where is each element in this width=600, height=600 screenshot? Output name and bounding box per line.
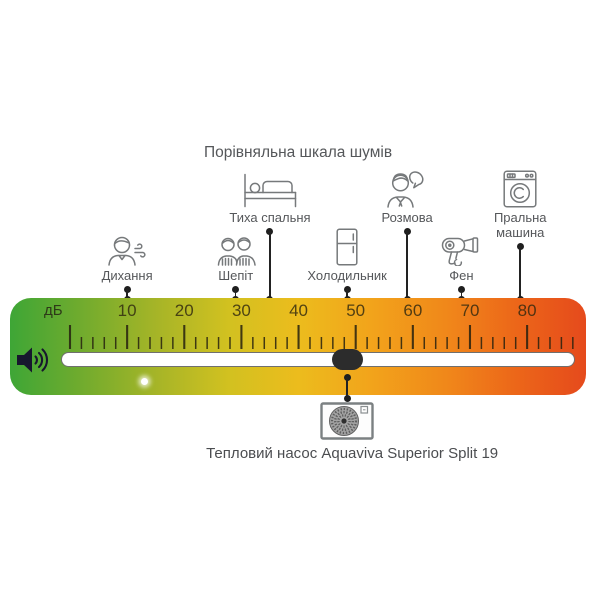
tick-label: 10 — [117, 301, 137, 320]
tick-label: 30 — [231, 301, 251, 320]
marker-connector — [516, 243, 524, 303]
tick-label: 40 — [289, 301, 309, 320]
marker-label: Фен — [449, 268, 474, 283]
speaker-icon — [15, 345, 51, 375]
tick-label: 20 — [174, 301, 194, 320]
heat-pump-icon — [320, 402, 374, 440]
marker-connector — [403, 228, 411, 303]
breathing-icon — [105, 228, 149, 266]
bed-icon — [242, 170, 298, 208]
marker-washing-machine: Пральна машина — [465, 170, 575, 303]
tick-label: 60 — [403, 301, 423, 320]
marker-label: Розмова — [381, 210, 433, 225]
slider-handle[interactable] — [331, 349, 363, 370]
marker-label: Шепіт — [218, 268, 254, 283]
marker-quiet-bedroom: Тиха спальня — [215, 170, 325, 303]
conversation-icon — [386, 170, 428, 208]
tick-label: 50 — [346, 301, 366, 320]
highlight-dot — [141, 378, 148, 385]
marker-breathing: Дихання — [72, 228, 182, 303]
marker-whisper: Шепіт — [181, 228, 291, 303]
refrigerator-icon — [336, 228, 358, 266]
marker-label: Дихання — [101, 268, 153, 283]
marker-label: Пральна машина — [493, 210, 547, 240]
marker-refrigerator: Холодильник — [292, 228, 402, 303]
slider-track — [61, 352, 575, 367]
page-title: Порівняльна шкала шумів — [203, 144, 393, 161]
marker-label: Тиха спальня — [229, 210, 311, 225]
marker-connector — [266, 228, 274, 303]
whisper-icon — [215, 228, 257, 266]
marker-label: Холодильник — [307, 268, 387, 283]
tick-label: 80 — [517, 301, 537, 320]
pointer-connector — [343, 374, 351, 402]
unit-label: дБ — [44, 302, 63, 319]
hairdryer-icon — [439, 228, 483, 266]
washing-machine-icon — [503, 170, 537, 208]
marker-hairdryer: Фен — [406, 228, 516, 303]
marker-conversation: Розмова — [352, 170, 462, 303]
pointer-label: Тепловий насос Aquaviva Superior Split 1… — [206, 445, 499, 462]
tick-label: 70 — [460, 301, 480, 320]
